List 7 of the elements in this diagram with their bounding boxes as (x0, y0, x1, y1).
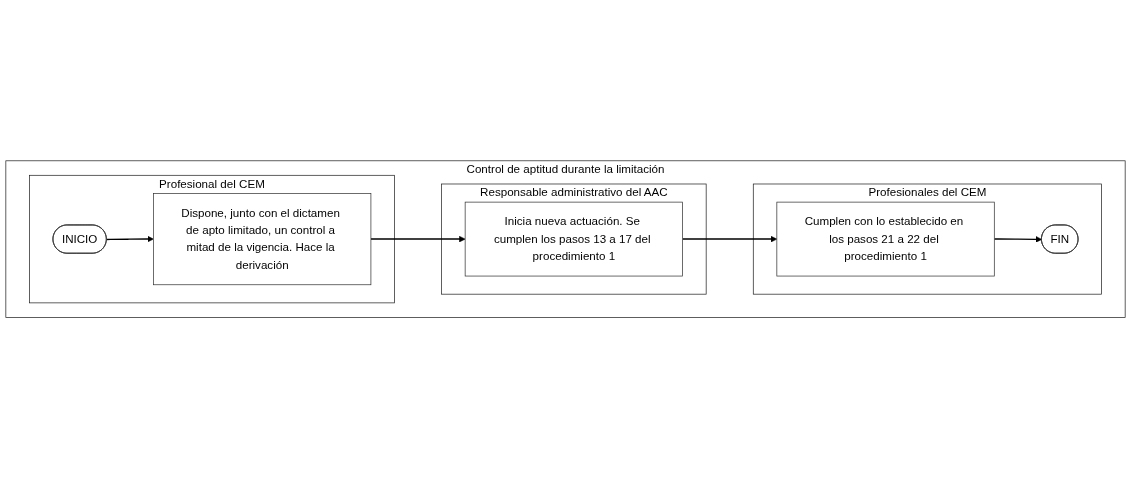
node-box: Dispone, junto con el dictamen de apto limitado, un control a mitad de la vigencia. Hace la derivación (153, 193, 372, 286)
arrow (993, 236, 1043, 243)
arrow (370, 236, 466, 243)
arrow (105, 236, 154, 243)
node-box: Inicia nueva actuación. Se cumplen los pasos 13 a 17 del procedimiento 1 (464, 202, 683, 277)
arrow (681, 236, 778, 243)
node-box: Cumplen con lo establecido en los pasos 21 a 22 del procedimiento 1 (776, 202, 995, 277)
